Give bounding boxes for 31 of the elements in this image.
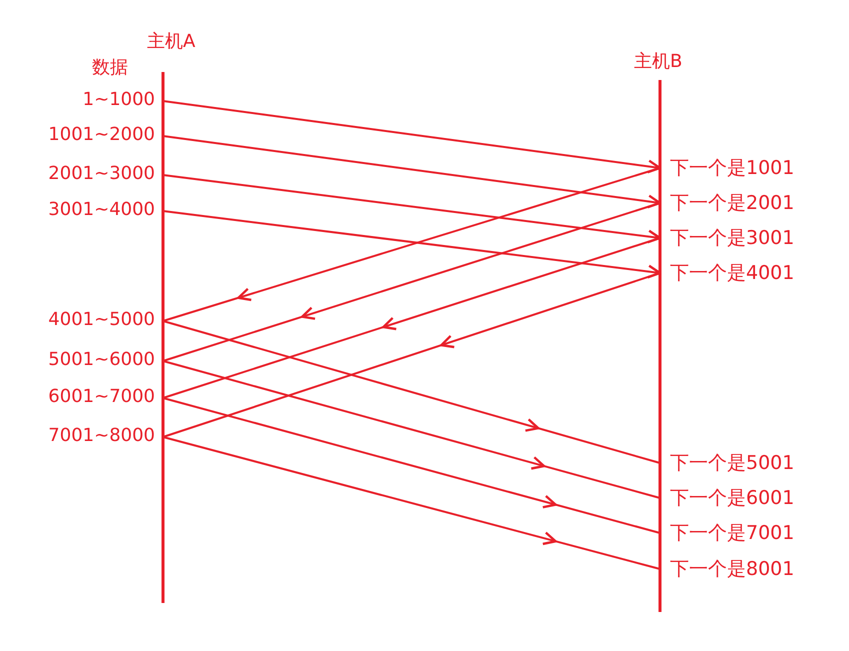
segment-label: 3001~4000 <box>20 198 163 222</box>
ack-label: 下一个是2001 <box>660 191 794 215</box>
ack-label: 下一个是6001 <box>660 486 794 510</box>
ack-label: 下一个是8001 <box>660 557 794 581</box>
segment-label: 6001~7000 <box>20 385 163 409</box>
segment-label: 5001~6000 <box>20 348 163 372</box>
host-label: 主机B <box>634 50 682 74</box>
ack-label: 下一个是4001 <box>660 261 794 285</box>
ack-label: 下一个是1001 <box>660 156 794 180</box>
arrow <box>162 436 660 570</box>
arrow <box>162 202 660 362</box>
ack-label: 下一个是5001 <box>660 451 794 475</box>
arrow <box>162 320 660 464</box>
segment-label: 1~1000 <box>20 88 163 112</box>
segment-label: 2001~3000 <box>20 162 163 186</box>
segment-label: 4001~5000 <box>20 308 163 332</box>
arrow <box>162 174 662 244</box>
column-heading: 数据 <box>92 56 128 80</box>
segment-label: 7001~8000 <box>20 424 163 448</box>
arrow <box>162 135 662 208</box>
segment-label: 1001~2000 <box>20 123 163 147</box>
arrow <box>162 100 662 174</box>
ack-label: 下一个是3001 <box>660 226 794 250</box>
host-label: 主机A <box>147 30 196 54</box>
arrow <box>162 360 660 499</box>
arrow <box>162 210 662 278</box>
arrow <box>162 237 660 399</box>
arrow <box>162 397 660 534</box>
arrow <box>162 272 660 438</box>
ack-label: 下一个是7001 <box>660 521 794 545</box>
arrow <box>162 167 660 322</box>
